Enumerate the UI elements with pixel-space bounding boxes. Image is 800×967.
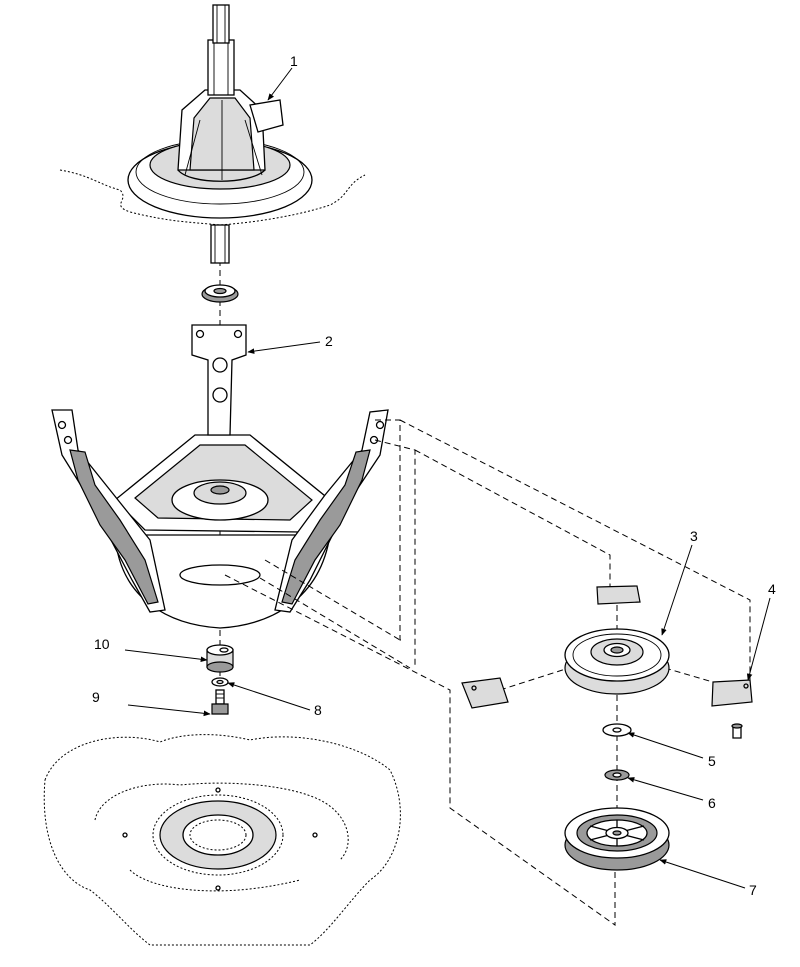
part-5-washer xyxy=(602,723,632,737)
callout-2: 2 xyxy=(325,333,333,349)
callout-3: 3 xyxy=(690,528,698,544)
part-1-transmission xyxy=(59,4,366,264)
callout-7: 7 xyxy=(749,882,757,898)
leader-lines xyxy=(124,67,771,889)
callout-8: 8 xyxy=(314,702,322,718)
tub-bottom xyxy=(43,734,401,946)
part-6-washer xyxy=(604,769,630,781)
part-8-washer xyxy=(211,677,229,687)
part-9-bolt xyxy=(211,689,229,715)
callout-6: 6 xyxy=(708,795,716,811)
part-3-pulley xyxy=(564,628,670,695)
part-2-bracket xyxy=(51,324,389,629)
bearing xyxy=(201,284,239,303)
callout-5: 5 xyxy=(708,753,716,769)
part-4-pads xyxy=(461,585,753,739)
callout-4: 4 xyxy=(768,581,776,597)
callout-9: 9 xyxy=(92,689,100,705)
callout-10: 10 xyxy=(94,636,110,652)
callout-1: 1 xyxy=(290,53,298,69)
part-7-drive-pulley xyxy=(564,807,670,871)
part-10-collar xyxy=(206,644,234,673)
